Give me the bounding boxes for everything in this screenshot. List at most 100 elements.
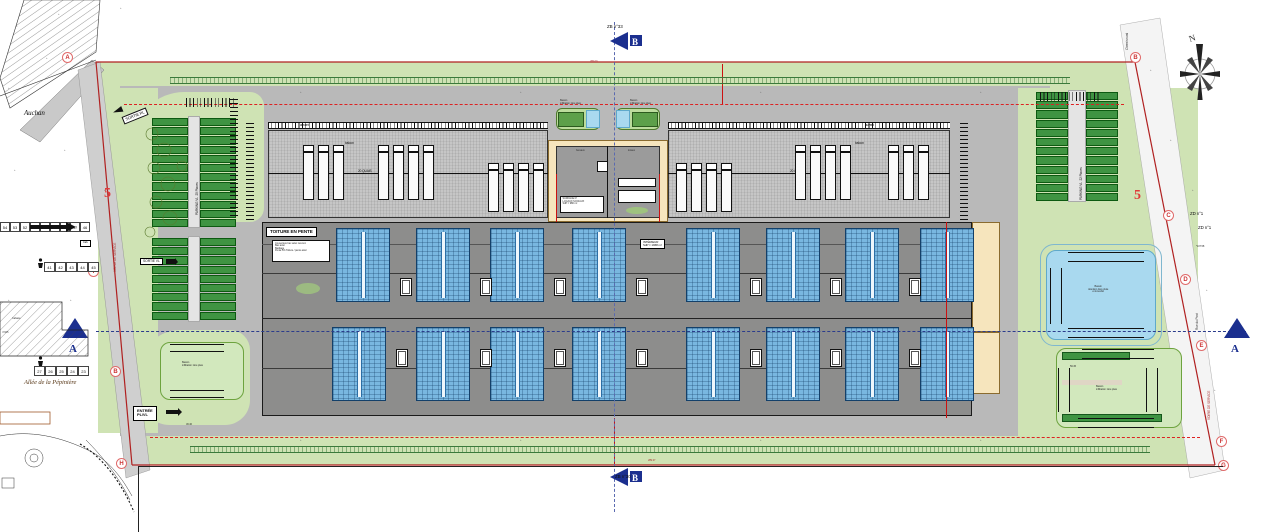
roof-ridge-strip	[514, 331, 520, 397]
truck-cab	[518, 163, 529, 170]
truck-cab	[918, 145, 929, 152]
tick-comb-nw	[186, 98, 236, 107]
parking-stall	[200, 293, 236, 302]
bassin-est-eau-shape	[1046, 250, 1156, 340]
roof-skylight	[554, 278, 566, 296]
parking-aisle	[188, 236, 200, 322]
parking-stall	[1036, 184, 1068, 193]
roof-skylight	[636, 278, 648, 296]
bureaux-label: bureaux	[576, 149, 585, 152]
roof-panel-block	[490, 327, 544, 401]
parcel-zd1-b: ZD n°1	[1198, 225, 1212, 230]
truck-trailer	[318, 152, 329, 200]
survey-elevation-tick: +	[58, 13, 60, 16]
centerline-top	[124, 104, 1124, 105]
bassin-sw-l0: Bassin	[182, 361, 190, 364]
roof-panel-block	[686, 228, 740, 302]
survey-baseline-bottom	[138, 466, 1223, 467]
parking-stall	[1036, 156, 1068, 165]
survey-elevation-tick: +	[8, 299, 10, 302]
parking-stall	[1086, 119, 1118, 128]
survey-elevation-tick: +	[1170, 139, 1172, 142]
roof-skylight	[750, 349, 762, 367]
survey-elevation-tick: +	[1192, 189, 1194, 192]
red-vertical-top	[722, 64, 723, 104]
section-axis-b	[614, 22, 615, 512]
roof-ridge-strip	[514, 232, 520, 298]
survey-elevation-tick: +	[980, 439, 982, 442]
bassin-se-dim: 56.45	[1070, 365, 1076, 368]
cadastre-building-hatch	[0, 301, 89, 357]
parking-stall	[152, 154, 188, 163]
roof-area-box: INTÉRIEUR SdP = 1968 m²	[640, 239, 665, 249]
section-axis-a	[96, 331, 1246, 332]
bassin-se-label: Bassin infiltration 1ère pluie	[1096, 385, 1117, 391]
roof-skylight	[750, 278, 762, 296]
roof-ridge-strip	[710, 331, 716, 397]
bassin-se-l0: Bassin	[1096, 385, 1104, 388]
roof-ridge-strip	[596, 232, 602, 298]
bassin-se-strip-mid	[1062, 380, 1122, 385]
surface-note-box: SURFACE D' LOCAUX SOCIAUX SdP = 980 m²	[560, 196, 604, 213]
truck-trailer	[691, 170, 702, 212]
svg-text:N: N	[1188, 32, 1198, 44]
section-marker-a-right: A	[1224, 318, 1250, 354]
parking-stall	[200, 238, 236, 247]
truck-trailer	[333, 152, 344, 200]
parking-stall	[152, 274, 188, 283]
cadastre-parcel: 54	[0, 222, 10, 232]
parking-stall	[1086, 147, 1118, 156]
parking-stall	[152, 200, 188, 209]
truck-trailer	[825, 152, 836, 200]
roof-panel-block	[686, 327, 740, 401]
cadastre-small-box: Cab.	[80, 240, 92, 247]
bassin-est-l0: Bassin	[1094, 285, 1102, 288]
balcon-label-right: balcon	[855, 141, 864, 145]
grid-mark-g: G	[1218, 460, 1229, 471]
bassin-ne-label: Bassin infiltration 1ère pluie	[630, 99, 651, 105]
roof-note-line-3: Pente 5% Toiture / pente acier	[275, 249, 307, 253]
parking-stall	[200, 302, 236, 311]
parking-stall	[152, 127, 188, 136]
parking-stall	[200, 265, 236, 274]
truck-cab	[810, 145, 821, 152]
cadastre-parcel: 46	[80, 222, 90, 232]
roof-panel-block	[766, 228, 820, 302]
survey-elevation-tick: +	[300, 91, 302, 94]
survey-elevation-tick: +	[104, 189, 106, 192]
parking-stall	[152, 191, 188, 200]
cadastre-parcel: 45	[88, 262, 99, 272]
survey-elevation-tick: +	[46, 57, 48, 60]
direction-arrow-west	[30, 222, 76, 232]
roof-ridge-line-2	[262, 318, 972, 320]
bassin-ne-l1: infiltration 1ère pluie	[630, 101, 651, 105]
truck-trailer	[378, 152, 389, 200]
quai-label-left: 20 QUAIS	[358, 169, 372, 173]
red-band-office	[556, 174, 557, 222]
parking-stall	[152, 182, 188, 191]
truck-trailer	[393, 152, 404, 200]
roof-panel-block	[490, 228, 544, 302]
bassin-est-ring	[1040, 244, 1162, 346]
roof-panel-block	[845, 327, 899, 401]
parking-stall	[200, 284, 236, 293]
grid-mark-h-left: H	[116, 458, 127, 469]
survey-contours-sw	[0, 411, 135, 513]
parking-stall	[152, 293, 188, 302]
roof-note-title: TOITURE EN PENTE	[266, 227, 317, 237]
roof-ridge-strip	[710, 232, 716, 298]
grid-mark-d: D	[1180, 274, 1191, 285]
survey-elevation-tick: +	[16, 25, 18, 28]
truck-cab	[825, 145, 836, 152]
survey-elevation-tick: +	[520, 439, 522, 442]
parking-stall	[200, 256, 236, 265]
truck-trailer	[533, 170, 544, 212]
bassin-sw-comb-top	[170, 344, 224, 352]
dim-comb-right-vertical	[960, 120, 968, 220]
roof-panel-block	[416, 228, 470, 302]
auchan-label: Auchan	[24, 109, 45, 117]
parking-vl-right-top-label: PARKING VL 22 Places	[1079, 167, 1083, 200]
parking-stall	[1036, 193, 1068, 202]
dim-bottom-overall: 289.37	[648, 459, 656, 462]
bassin-nw-l1: infiltration 1ère pluie	[560, 101, 581, 105]
